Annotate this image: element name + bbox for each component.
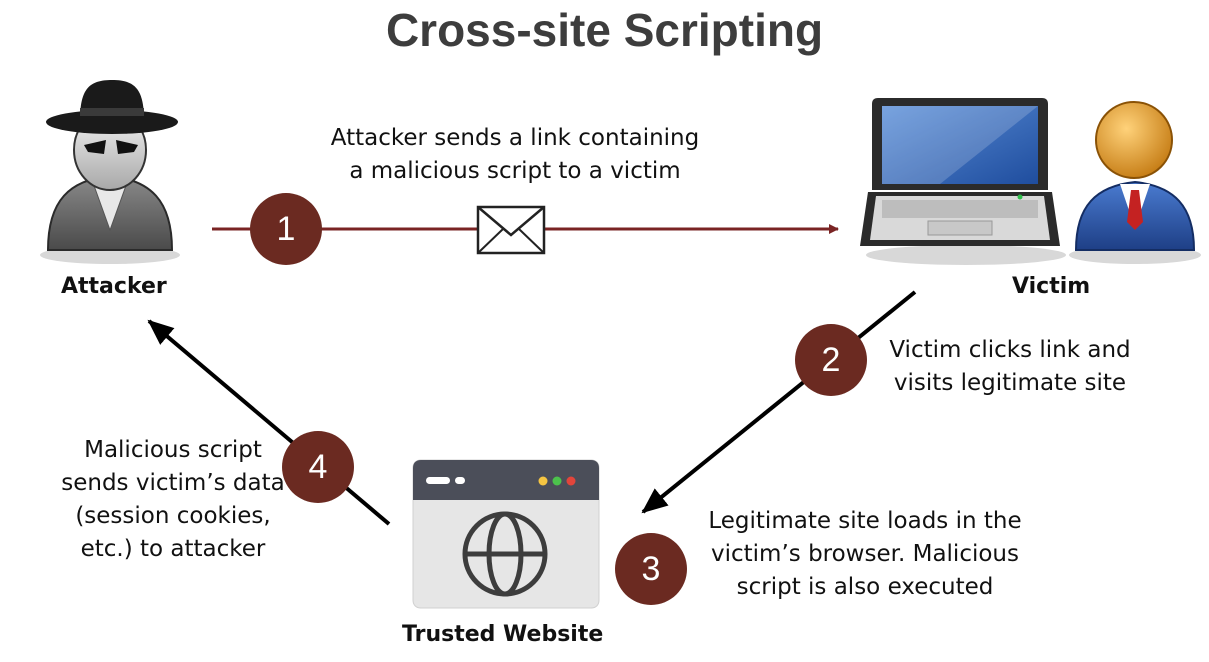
- browser-window-icon: [412, 459, 600, 609]
- diagram-title: Cross-site Scripting: [385, 4, 824, 56]
- step-3-line-3: script is also executed: [736, 574, 994, 600]
- step-2-line-1: Victim clicks link and: [889, 337, 1131, 363]
- globe-icon: [462, 511, 548, 597]
- step-3-line-1: Legitimate site loads in the: [708, 508, 1022, 534]
- spy-icon: [40, 80, 180, 264]
- arrow-site-to-attacker: [147, 319, 391, 526]
- victim-label: Victim: [1012, 274, 1091, 299]
- step-2-text: Victim clicks link and visits legitimate…: [860, 334, 1160, 400]
- step-4-line-4: etc.) to attacker: [80, 536, 266, 562]
- step-2-line-2: visits legitimate site: [893, 370, 1127, 396]
- step-4-text: Malicious script sends victim’s data (se…: [48, 434, 298, 566]
- step-1-line-2: a malicious script to a victim: [349, 158, 681, 184]
- user-icon: [1069, 101, 1201, 264]
- laptop-icon: [860, 98, 1066, 265]
- step-3-badge: 3: [615, 533, 687, 605]
- step-4-line-2: sends victim’s data: [61, 470, 285, 496]
- arrow-victim-to-site: [641, 290, 917, 514]
- trusted-website-label: Trusted Website: [402, 622, 604, 647]
- step-4-line-3: (session cookies,: [75, 503, 271, 529]
- step-1-text: Attacker sends a link containing a malic…: [295, 122, 735, 188]
- step-2-badge: 2: [795, 324, 867, 396]
- attacker-label: Attacker: [61, 274, 167, 299]
- step-1-badge: 1: [250, 193, 322, 265]
- envelope-icon: [476, 205, 546, 255]
- step-1-line-1: Attacker sends a link containing: [330, 125, 700, 151]
- step-3-line-2: victim’s browser. Malicious: [711, 541, 1019, 567]
- step-4-badge: 4: [282, 431, 354, 503]
- step-4-line-1: Malicious script: [84, 437, 262, 463]
- step-3-text: Legitimate site loads in the victim’s br…: [680, 505, 1050, 604]
